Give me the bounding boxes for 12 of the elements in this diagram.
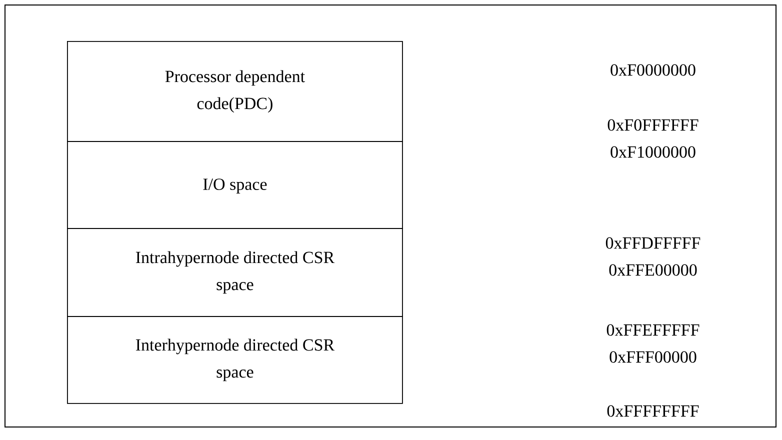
address-label: 0xFFE00000	[609, 264, 697, 276]
address-label: 0xF1000000	[610, 146, 696, 158]
address-label: 0xF0000000	[610, 64, 696, 76]
memory-region: I/O space	[67, 141, 403, 229]
memory-region: Intrahypernode directed CSR space	[67, 228, 403, 317]
address-label: 0xFFDFFFFF	[606, 237, 700, 249]
address-label: 0xF0FFFFFF	[608, 119, 698, 131]
address-label: 0xFFF00000	[610, 351, 696, 363]
memory-region: Interhypernode directed CSR space	[67, 316, 403, 404]
address-label: 0xFFEFFFFF	[606, 324, 700, 336]
address-label: 0xFFFFFFFF	[607, 405, 699, 417]
memory-region: Processor dependent code(PDC)	[67, 41, 403, 142]
